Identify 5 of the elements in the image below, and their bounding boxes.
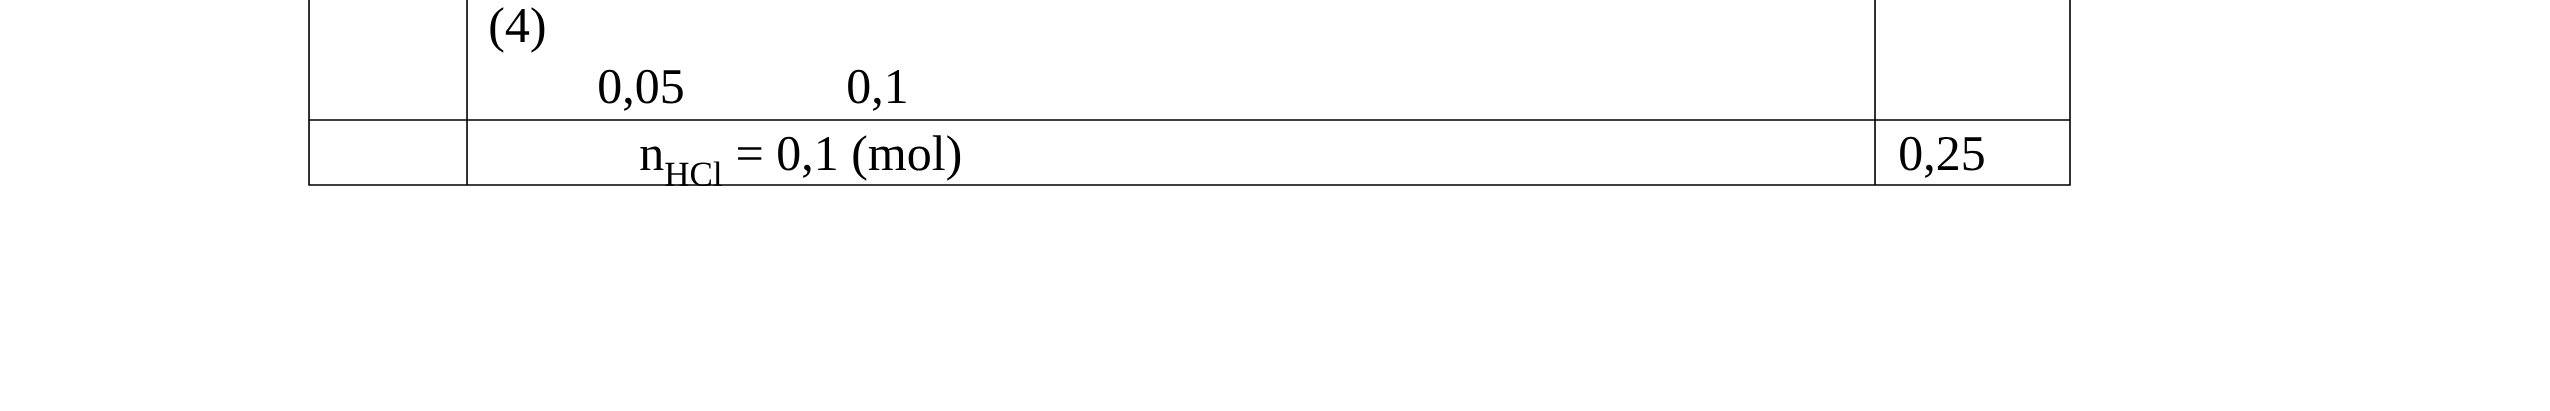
table-cell-text: 0,1 bbox=[848, 69, 906, 111]
table-cell-text: n$_{HCl}$ = 0,1 (mol) bbox=[640, 135, 961, 187]
table-cell-text: 0,25 bbox=[1900, 136, 1984, 178]
table-cell-text: (4) bbox=[490, 7, 545, 53]
table-cell-text: 0,05 bbox=[599, 69, 683, 111]
